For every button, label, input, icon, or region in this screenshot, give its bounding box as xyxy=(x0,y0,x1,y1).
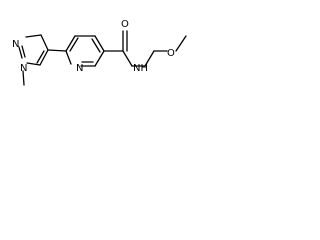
bond-pyridine-c4-c5-double xyxy=(91,38,101,53)
atom-label-pyridine-n: N xyxy=(76,63,83,74)
bond-layer xyxy=(18,30,187,86)
atom-label-pyrazole-n-left: N xyxy=(12,39,19,50)
bond-o-methyl xyxy=(175,35,187,52)
bond-pyrazole-c4-c5 xyxy=(39,49,49,66)
bond-pyrazole-pyridine xyxy=(47,49,67,52)
bond-pyrazole-n1-n2-double xyxy=(21,45,26,58)
atom-label-pyrazole-n-lower: N xyxy=(20,63,27,74)
atom-label-amide-o: O xyxy=(121,19,129,30)
bond-pyridine-c2-c3-double xyxy=(69,37,79,52)
bond-pyrazole-c2-c4 xyxy=(40,34,49,51)
bond-pyridine-n-c2 xyxy=(65,50,72,65)
bond-pyrazole-n1-n2 xyxy=(18,46,23,59)
bond-n-methyl xyxy=(22,70,25,86)
atom-label-amide-nh: NH xyxy=(133,63,148,74)
bond-pyrazole-c5-n1 xyxy=(26,62,41,66)
bond-pyridine-c4-c5 xyxy=(94,35,105,52)
bond-ch2-ch2 xyxy=(144,50,155,67)
bond-pyridine-c5-c6 xyxy=(94,50,105,67)
bond-pyrazole-c4-c5-double xyxy=(36,50,45,64)
bond-pyridine-c2-c3 xyxy=(65,35,76,52)
bond-pyrazole-n1-c2 xyxy=(25,34,42,38)
atom-labels: N N N O NH O xyxy=(12,19,175,74)
bond-carbonyl-nh xyxy=(122,50,133,67)
atom-label-ether-o: O xyxy=(167,48,175,59)
structure-diagram: N N N O NH O xyxy=(12,19,187,86)
